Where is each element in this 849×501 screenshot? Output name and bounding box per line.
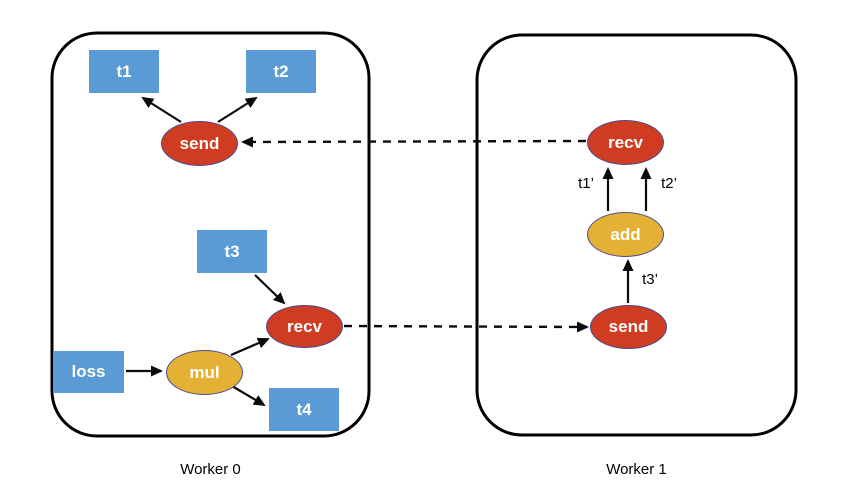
node-send-worker0: send [161, 121, 238, 166]
node-mul: mul [166, 350, 243, 395]
node-loss: loss [53, 351, 124, 393]
edge-recv1-to-send0-dashed [241, 136, 587, 148]
node-recv-worker1-label: recv [608, 132, 643, 152]
node-t4-label: t4 [296, 399, 312, 419]
edge-mul-to-recv0 [230, 337, 270, 357]
worker0-label: Worker 0 [180, 461, 241, 478]
node-t4: t4 [269, 388, 339, 431]
node-t1: t1 [89, 50, 159, 93]
edge-send0-to-t2 [217, 96, 258, 123]
edge-t3-to-recv0 [254, 274, 286, 305]
node-recv-worker0: recv [266, 305, 343, 348]
node-send-worker0-label: send [179, 133, 220, 153]
node-mul-label: mul [189, 362, 220, 382]
edge-label-t3-prime: t3’ [642, 271, 658, 288]
edge-label-t2-prime: t2’ [661, 175, 677, 192]
edge-mul-to-t4 [231, 385, 266, 407]
edge-recv0-to-send1-dashed [343, 321, 589, 333]
node-recv-worker0-label: recv [287, 316, 322, 336]
worker1-label: Worker 1 [606, 461, 667, 478]
worker1-frame [475, 33, 798, 437]
node-t3-label: t3 [224, 241, 240, 261]
node-send-worker1-label: send [608, 317, 649, 336]
node-t3: t3 [197, 230, 267, 273]
node-send-worker1: send [590, 305, 667, 349]
node-loss-label: loss [71, 362, 106, 381]
node-add-label: add [610, 224, 641, 244]
node-t1-label: t1 [116, 61, 132, 81]
node-recv-worker1: recv [587, 120, 664, 165]
node-add: add [587, 212, 664, 257]
edge-send0-to-t1 [141, 96, 182, 123]
node-t2-label: t2 [273, 61, 289, 81]
worker0-frame [50, 31, 371, 438]
edge-label-t1-prime: t1’ [578, 175, 594, 192]
node-t2: t2 [246, 50, 316, 93]
